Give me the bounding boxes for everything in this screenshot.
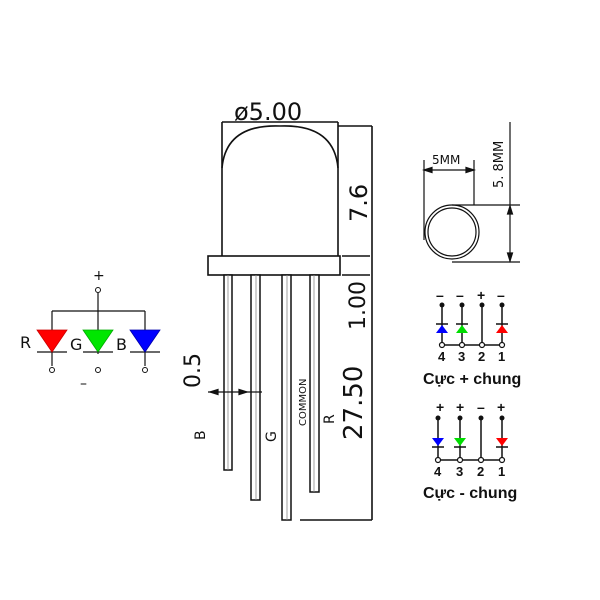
diode-b-label: B — [116, 335, 127, 354]
lead-r — [309, 274, 320, 493]
diode-r-label: R — [20, 333, 31, 352]
polarity-pin3: – — [456, 287, 464, 303]
polarity-pin1: + — [497, 399, 505, 415]
pin-label-r: R — [322, 414, 338, 424]
pin-label-b: B — [193, 430, 209, 440]
flange-label: 1.00 — [346, 281, 371, 330]
pin-label-common: COMMON — [298, 379, 309, 426]
lead-g — [250, 274, 261, 501]
diode-r-icon — [36, 329, 68, 353]
polarity-pin2: – — [477, 399, 485, 415]
pinout-common-cathode-title: Cực - chung — [423, 485, 517, 502]
pinout-common-anode: – – + – 4 3 2 1 Cực + chung — [423, 287, 521, 388]
rgb-schematic: + R G B – — [20, 268, 161, 392]
pin-number-2: 2 — [477, 464, 484, 479]
pinout-blue-diode-icon — [432, 438, 444, 446]
pin-number-4: 4 — [434, 464, 442, 479]
diode-g-label: G — [70, 335, 82, 354]
lead-common — [281, 274, 292, 521]
lead-length-label: 27.50 — [339, 366, 369, 440]
pin-spacing-dimension — [207, 388, 262, 396]
body-height-label: 7.6 — [345, 184, 373, 222]
pinout-green-diode-icon — [454, 438, 466, 446]
pin-number-1: 1 — [498, 349, 505, 364]
pinout-red-diode-icon — [496, 325, 508, 333]
diode-b-icon — [129, 329, 161, 353]
pin-number-4: 4 — [438, 349, 446, 364]
polarity-pin2: + — [477, 287, 485, 303]
polarity-pin3: + — [456, 399, 464, 415]
polarity-pin4: – — [436, 287, 444, 303]
led-body-drawing — [207, 121, 373, 521]
top-view-width-label: 5MM — [432, 153, 460, 167]
pin-number-1: 1 — [498, 464, 505, 479]
pinout-common-anode-title: Cực + chung — [423, 371, 521, 388]
top-view-drawing — [421, 122, 520, 264]
pin-number-3: 3 — [458, 349, 465, 364]
polarity-pin4: + — [436, 399, 444, 415]
pin-number-3: 3 — [456, 464, 463, 479]
top-view-height-label: 5. 8MM — [492, 141, 507, 188]
pinout-blue-diode-icon — [436, 325, 448, 333]
cathode-minus-label: – — [80, 376, 87, 392]
diameter-label: ø5.00 — [234, 98, 302, 126]
pinout-common-cathode: + + – + 4 3 2 1 Cực - chung — [423, 399, 517, 502]
pinout-red-diode-icon — [496, 438, 508, 446]
pin-spacing-label: 0.5 — [181, 353, 206, 388]
polarity-pin1: – — [497, 287, 505, 303]
pin-label-g: G — [264, 431, 280, 442]
pin-number-2: 2 — [478, 349, 485, 364]
pinout-green-diode-icon — [456, 325, 468, 333]
diode-g-icon — [82, 329, 114, 353]
anode-plus-label: + — [93, 268, 105, 284]
